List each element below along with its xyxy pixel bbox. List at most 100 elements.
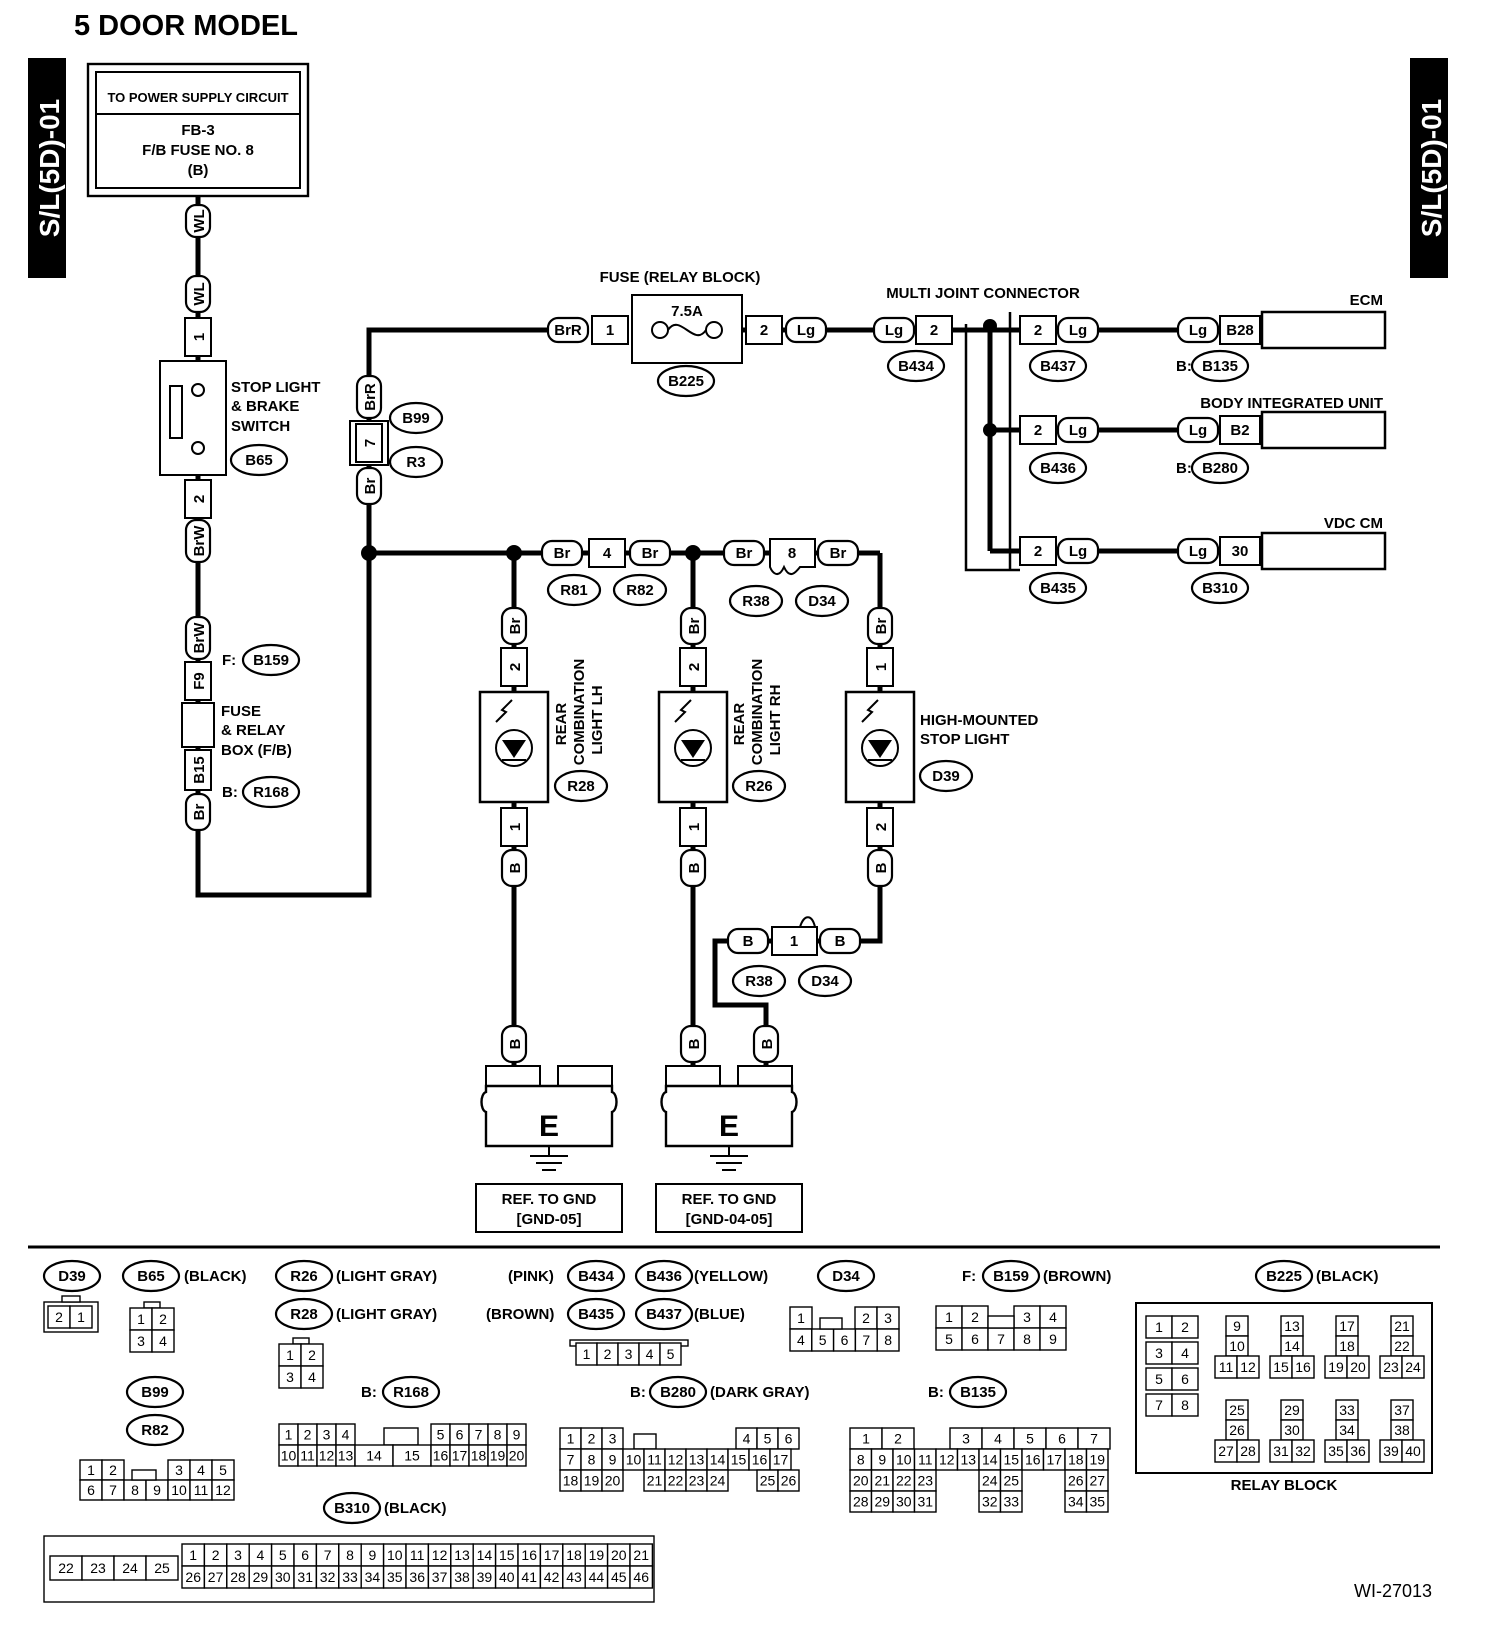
b135-pin: 30 (896, 1494, 912, 1510)
r168-pin: 19 (490, 1448, 506, 1464)
b159-latch-cell (987, 1315, 1015, 1329)
lh-pin-1: 1 (507, 823, 524, 831)
connector-b159: B159 (253, 652, 289, 669)
prefix-f-b159: F: (222, 652, 236, 669)
wire-label-lg-4: Lg (1069, 422, 1087, 439)
b280-pin: 26 (781, 1473, 797, 1489)
b135-pin: 22 (896, 1473, 912, 1489)
b310-pin: 39 (477, 1569, 493, 1585)
relay-pin: 34 (1339, 1422, 1355, 1438)
wire-label-b-joint-2: B (835, 933, 846, 950)
b280-cell (706, 1469, 729, 1492)
lh-pin-2: 2 (507, 663, 524, 671)
connector-d34-top: D34 (808, 593, 836, 610)
connector-r28: R28 (567, 778, 595, 795)
b65-pin: 2 (159, 1311, 167, 1327)
r26-pin: 1 (286, 1347, 294, 1363)
b310-pin: 20 (611, 1547, 627, 1563)
connector-b65: B65 (245, 452, 273, 469)
wire-label-wl-2: WL (191, 282, 208, 305)
fuse-box-label-3: BOX (F/B) (221, 742, 292, 759)
fuse-rating: 7.5A (671, 303, 703, 320)
wire-label-lg-5: Lg (1069, 543, 1087, 560)
rear-rh-label-1: REAR (731, 703, 748, 746)
gnd1-label-1: REF. TO GND (502, 1191, 597, 1208)
b310-pin: 25 (154, 1560, 170, 1576)
b99-pin: 1 (87, 1462, 95, 1478)
b280-pin: 12 (668, 1452, 684, 1468)
r168-pin: 3 (323, 1427, 331, 1443)
relay-cell (1291, 1439, 1315, 1463)
b280-latch-cell (633, 1433, 657, 1450)
legend-b225: B225 (1266, 1268, 1302, 1285)
b310-pin: 22 (58, 1560, 74, 1576)
ground-letter-1: E (539, 1110, 559, 1143)
legend-b135: B135 (960, 1384, 996, 1401)
r168-pin: 18 (471, 1448, 487, 1464)
b280-pin: 5 (764, 1431, 772, 1447)
power-box-line4: (B) (188, 162, 209, 179)
b310-pin: 15 (499, 1547, 515, 1563)
b135-pin: 20 (853, 1473, 869, 1489)
b310-pin: 29 (253, 1569, 269, 1585)
r168-pin: 10 (281, 1448, 297, 1464)
legend-r82: R82 (141, 1422, 169, 1439)
b310-pin: 27 (208, 1569, 224, 1585)
fuse-pin-2: 2 (760, 322, 768, 339)
high-mount-label-2: STOP LIGHT (920, 731, 1009, 748)
relay-cell (1171, 1341, 1199, 1365)
b310-pin: 18 (566, 1547, 582, 1563)
legend-b436-color: (YELLOW) (694, 1268, 768, 1285)
prefix-b-b135: B: (1176, 358, 1192, 375)
b135-pin: 7 (1090, 1431, 1098, 1447)
legend-b65: B65 (137, 1268, 165, 1285)
b159-pin: 6 (971, 1331, 979, 1347)
pin-label-1: 1 (191, 333, 208, 341)
connector-b280: B280 (1202, 460, 1238, 477)
relay-pin: 12 (1240, 1359, 1256, 1375)
r168-pin: 17 (452, 1448, 468, 1464)
b280-pin: 24 (710, 1473, 726, 1489)
b434-pin: 5 (667, 1346, 675, 1362)
wire-label-brr-1: BrR (362, 383, 379, 411)
r168-pin: 13 (338, 1448, 354, 1464)
legend-b434-color: (PINK) (508, 1268, 554, 1285)
b280-pin: 17 (773, 1452, 789, 1468)
b135-pin: 19 (1089, 1452, 1105, 1468)
b280-pin: 3 (609, 1431, 617, 1447)
relay-pin: 35 (1328, 1443, 1344, 1459)
legend-r28: R28 (290, 1306, 318, 1323)
connector-b310: B310 (1202, 580, 1238, 597)
b135-pin: 23 (917, 1473, 933, 1489)
d34-pin: 5 (819, 1332, 827, 1348)
d39-pin: 1 (77, 1309, 85, 1325)
power-box-line3: F/B FUSE NO. 8 (142, 142, 254, 159)
relay-pin: 25 (1229, 1402, 1245, 1418)
connector-b225: B225 (668, 373, 704, 390)
relay-pin: 9 (1233, 1318, 1241, 1334)
legend-b225-color: (BLACK) (1316, 1268, 1378, 1285)
b310-pin: 6 (301, 1547, 309, 1563)
relay-pin: 21 (1394, 1318, 1410, 1334)
relay-pin: 29 (1284, 1402, 1300, 1418)
b310-pin: 17 (544, 1547, 560, 1563)
b99-cell (211, 1479, 235, 1501)
legend-prefix-b280: B: (630, 1384, 646, 1401)
r168-pin: 6 (456, 1427, 464, 1443)
relay-pin: 33 (1339, 1402, 1355, 1418)
b434-pin: 3 (625, 1346, 633, 1362)
connector-r38-bottom: R38 (745, 973, 773, 990)
legend-b435: B435 (578, 1306, 614, 1323)
rh-pin-1: 1 (686, 823, 703, 831)
b135-cell (999, 1490, 1023, 1513)
relay-pin: 2 (1181, 1319, 1189, 1335)
relay-pin: 40 (1405, 1443, 1421, 1459)
d34-pin: 2 (862, 1310, 870, 1326)
b310-cell (81, 1555, 115, 1581)
b434-pin: 1 (583, 1346, 591, 1362)
fuse-box-label-2: & RELAY (221, 722, 285, 739)
b310-cell (145, 1555, 179, 1581)
stop-switch-label-3: SWITCH (231, 418, 290, 435)
rear-lh-label-3: LIGHT LH (589, 685, 606, 754)
b135-pin: 14 (982, 1452, 998, 1468)
